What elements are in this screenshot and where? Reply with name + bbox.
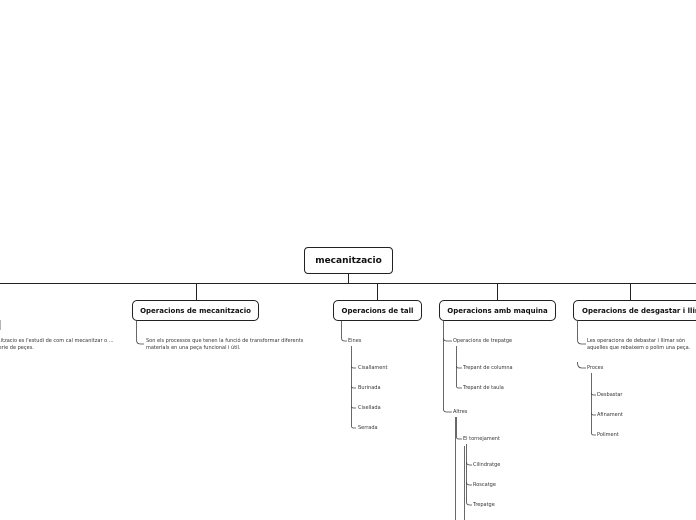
note-mecanitzacio[interactable]: Son els processos que tenen la funció de… <box>146 338 304 351</box>
note-left-fragment[interactable]: ...itzacio es l'estudi de com cal mecani… <box>0 338 114 351</box>
node-proces[interactable]: Proces <box>587 365 604 371</box>
node-desbastar[interactable]: Desbastar <box>597 392 623 398</box>
branch-operacions-tall[interactable]: Operacions de tall <box>333 300 422 321</box>
node-burinada[interactable]: Burinada <box>358 385 381 391</box>
node-cisellada[interactable]: Cisellada <box>358 405 381 411</box>
branch-operacions-mecanitzacio[interactable]: Operacions de mecanitzacio <box>132 300 259 321</box>
node-serrada[interactable]: Serrada <box>358 425 378 431</box>
node-trepatge[interactable]: Trepatge <box>473 502 495 508</box>
node-altres[interactable]: Altres <box>453 409 468 415</box>
branch-operacions-maquina[interactable]: Operacions amb maquina <box>439 300 556 321</box>
node-operacions-trepatge[interactable]: Operacions de trepatge <box>453 338 513 344</box>
node-trepant-columna[interactable]: Trepant de columna <box>463 365 513 371</box>
node-roscatge[interactable]: Roscatge <box>473 482 496 488</box>
node-poliment[interactable]: Poliment <box>597 432 619 438</box>
node-trepant-taula[interactable]: Trepant de taula <box>463 385 504 391</box>
node-cisallament[interactable]: Cisallament <box>358 365 388 371</box>
node-tornejament[interactable]: El tornejament <box>463 436 500 442</box>
node-eines[interactable]: Eines <box>348 338 362 344</box>
branch-operacions-desgastar[interactable]: Operacions de desgastar i llimar <box>573 300 696 321</box>
node-cilindratge[interactable]: Cilindratge <box>473 462 501 468</box>
note-desgastar[interactable]: Les operacions de debastar i llimar són … <box>587 338 691 351</box>
root-node[interactable]: mecanitzacio <box>304 247 393 274</box>
node-afinament[interactable]: Afinament <box>597 412 623 418</box>
